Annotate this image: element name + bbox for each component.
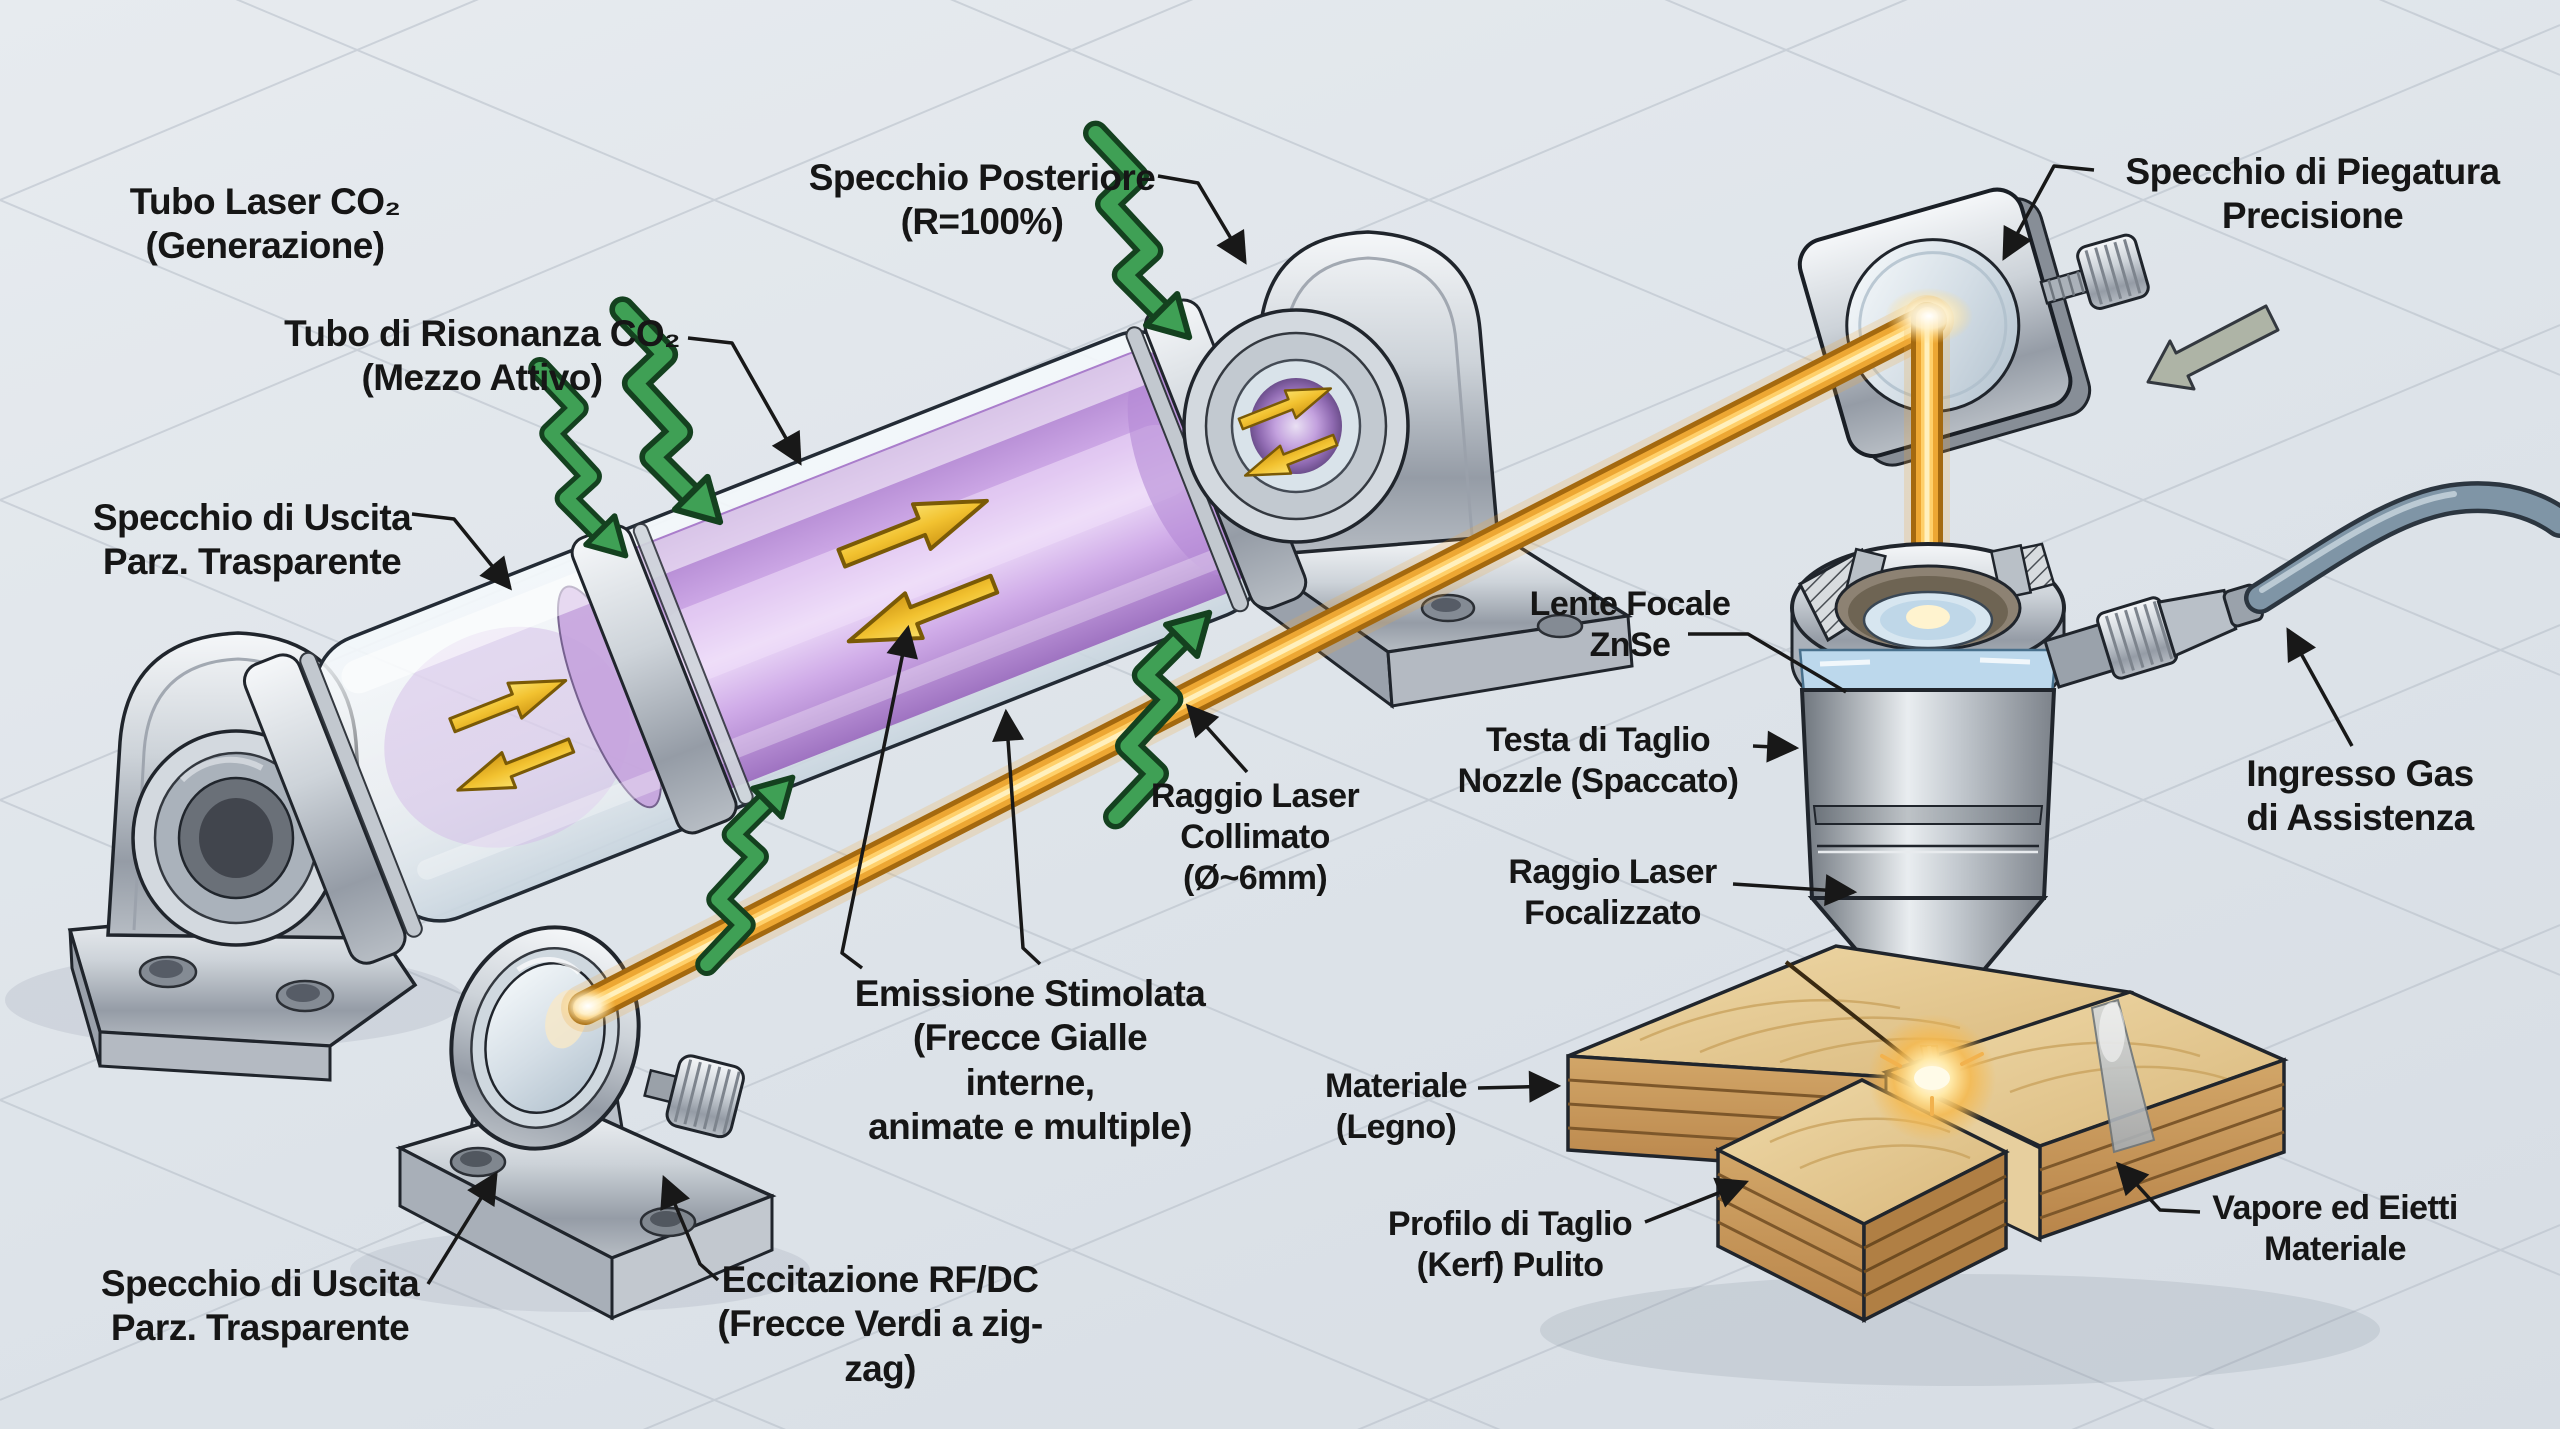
label-tube-title: Tubo Laser CO₂ (Generazione)	[129, 181, 401, 267]
label-cutting-head: Testa di Taglio Nozzle (Spaccato)	[1457, 721, 1739, 800]
label-stimulated-emission: Emissione Stimolata (Frecce Gialle inter…	[854, 973, 1206, 1148]
cutting-head	[1790, 542, 2264, 1048]
label-vapor: Vapore ed Eietti Materiale	[2212, 1189, 2458, 1268]
label-resonance-tube: Tubo di Risonanza CO₂ (Mezzo Attivo)	[284, 313, 680, 399]
label-rf-excitation: Eccitazione RF/DC (Frecce Verdi a zig-za…	[717, 1259, 1043, 1389]
leader-rf-excitation	[660, 1175, 720, 1282]
gas-port-fittings	[2043, 583, 2264, 689]
leader-resonance-tube	[687, 336, 802, 466]
leader-stimulated-emission-2	[992, 708, 1042, 966]
label-material: Materiale (Legno)	[1324, 1067, 1468, 1146]
leader-collimated-beam	[1185, 703, 1249, 774]
leader-folding-mirror	[2002, 164, 2095, 261]
label-output-mirror-bottom: Specchio di Uscita Parz. Trasparente	[100, 1263, 420, 1349]
rear-tube-endcap	[1182, 308, 1410, 544]
label-rear-mirror: Specchio Posteriore (R=100%)	[808, 157, 1156, 243]
impact-glow	[1868, 1014, 1996, 1142]
leader-stimulated-emission-1	[840, 624, 918, 970]
label-kerf: Profilo di Taglio (Kerf) Pulito	[1387, 1205, 1633, 1284]
leader-focused-beam	[1732, 874, 1858, 907]
leader-material	[1477, 1070, 1562, 1103]
label-collimated-beam: Raggio Laser Collimato (Ø~6mm)	[1150, 777, 1360, 897]
leader-kerf	[1644, 1177, 1749, 1224]
leader-vapor	[2115, 1161, 2201, 1214]
leader-rear-mirror	[1157, 174, 1247, 265]
wood-material	[1540, 944, 2380, 1386]
label-folding-mirror: Specchio di Piegatura Precisione	[2125, 151, 2501, 237]
leader-output-mirror-top	[411, 512, 513, 591]
collimated-laser-beam	[561, 296, 1954, 1032]
label-focused-beam: Raggio Laser Focalizzato	[1508, 853, 1717, 932]
label-output-mirror-top: Specchio di Uscita Parz. Trasparente	[92, 497, 412, 583]
leader-gas-inlet	[2286, 627, 2354, 747]
front-tube-mount	[5, 631, 465, 1082]
mirror-reflection-flare	[1885, 288, 1973, 344]
leader-focal-lens	[1688, 632, 1847, 694]
mirror-adjust-knob	[2039, 233, 2150, 310]
beam-exit-flare	[560, 986, 616, 1026]
leader-output-mirror-bottom	[426, 1171, 498, 1285]
leader-cutting-head	[1752, 730, 1800, 763]
label-focal-lens: Lente Focale ZnSe	[1529, 585, 1731, 664]
label-gas-inlet: Ingresso Gas di Assistenza	[2246, 753, 2474, 839]
mirror-adjust-knob	[643, 1054, 745, 1139]
leader-lines	[411, 164, 2354, 1285]
gas-flow-arrow-icon	[2146, 304, 2280, 391]
laser-tube	[242, 298, 1308, 965]
gas-hose	[2244, 481, 2560, 614]
